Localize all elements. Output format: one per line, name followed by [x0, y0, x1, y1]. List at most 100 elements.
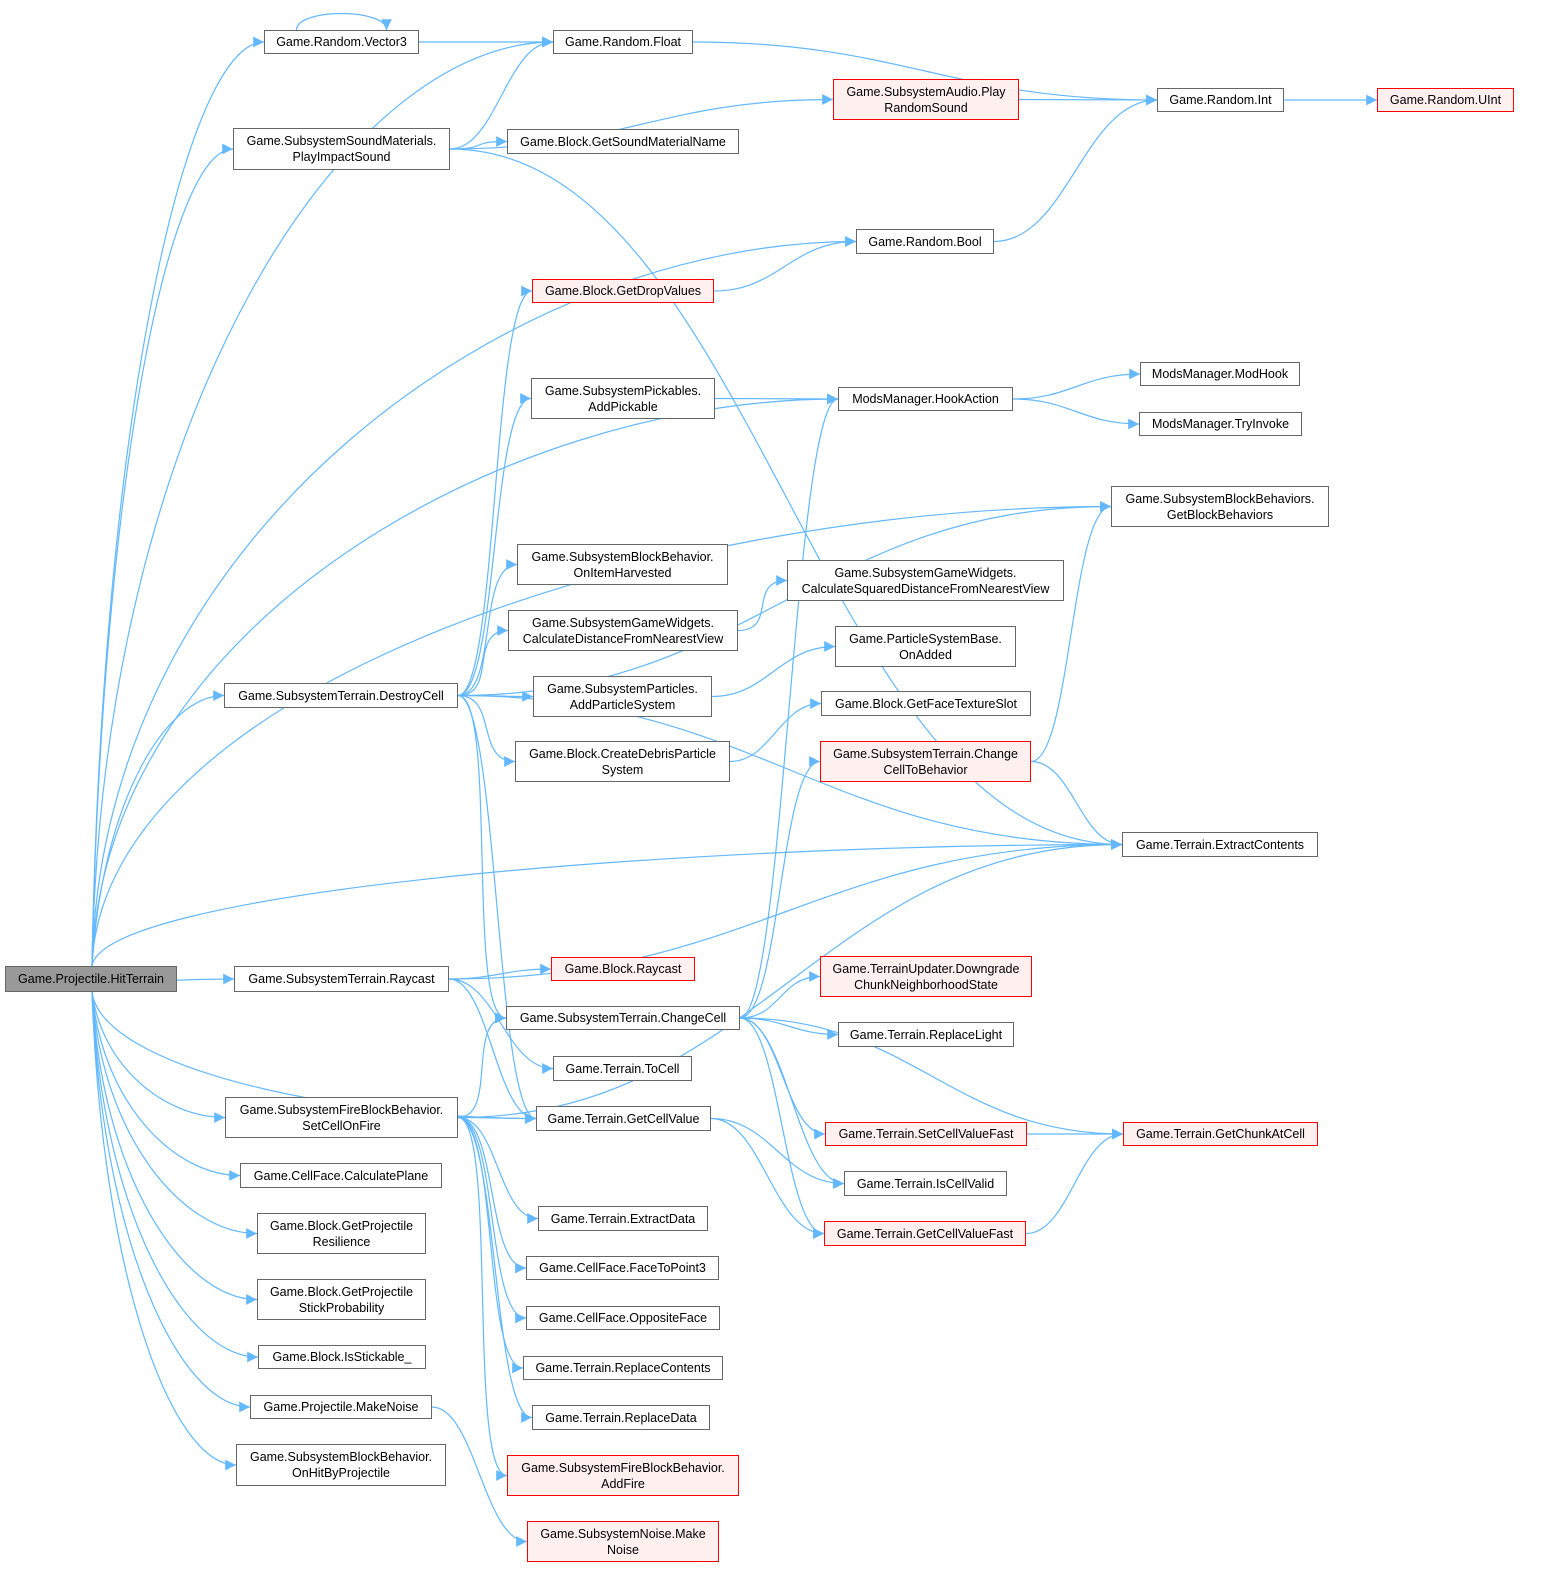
node-addfire[interactable]: Game.SubsystemFireBlockBehavior.AddFire: [507, 1455, 739, 1496]
node-facetex[interactable]: Game.Block.GetFaceTextureSlot: [821, 691, 1031, 716]
edge-changecell-to-getfast: [739, 1017, 825, 1239]
edge-changecell-to-replight: [739, 1017, 839, 1040]
node-label-line: Game.Terrain.ReplaceData: [545, 1410, 697, 1425]
edge-changecell-to-downgrade: [739, 971, 821, 1019]
node-label-line: Game.Terrain.ToCell: [565, 1061, 680, 1076]
node-exdata[interactable]: Game.Terrain.ExtractData: [538, 1206, 708, 1231]
edge-drop-to-bool: [713, 236, 857, 292]
node-braycast[interactable]: Game.Block.Raycast: [551, 957, 695, 981]
edge-changecell-to-valid: [739, 1017, 845, 1189]
node-addps[interactable]: Game.SubsystemParticles.AddParticleSyste…: [533, 676, 712, 717]
node-tocell[interactable]: Game.Terrain.ToCell: [553, 1056, 692, 1081]
edge-hit-to-resil: [91, 991, 258, 1239]
node-label-line: Game.SubsystemFireBlockBehavior.: [239, 1102, 444, 1117]
node-gbb[interactable]: Game.SubsystemBlockBehaviors.GetBlockBeh…: [1111, 486, 1329, 527]
edge-hit-to-extract: [91, 839, 1123, 967]
edge-fire-to-f2p: [457, 1116, 527, 1274]
node-label-line: Game.CellFace.OppositeFace: [538, 1311, 708, 1325]
node-label-line: Game.Random.Int: [1169, 93, 1272, 107]
node-float[interactable]: Game.Random.Float: [553, 30, 693, 54]
node-hit[interactable]: Game.Projectile.HitTerrain: [5, 966, 177, 992]
edge-getcv-to-getfast: [710, 1117, 825, 1239]
node-fire[interactable]: Game.SubsystemFireBlockBehavior.SetCellO…: [225, 1097, 458, 1138]
node-chunk[interactable]: Game.Terrain.GetChunkAtCell: [1123, 1122, 1318, 1146]
node-getcv[interactable]: Game.Terrain.GetCellValue: [536, 1106, 711, 1131]
edge-hit-to-destroy: [91, 690, 225, 967]
node-label-line: Game.Block.GetSoundMaterialName: [520, 134, 726, 149]
node-extract[interactable]: Game.Terrain.ExtractContents: [1122, 832, 1318, 857]
node-uint[interactable]: Game.Random.UInt: [1377, 88, 1514, 112]
node-getfast[interactable]: Game.Terrain.GetCellValueFast: [824, 1221, 1026, 1246]
node-label-line: Game.Random.Float: [564, 35, 682, 49]
node-vec3[interactable]: Game.Random.Vector3: [264, 30, 419, 54]
node-sound[interactable]: Game.SubsystemSoundMaterials.PlayImpactS…: [233, 128, 450, 170]
edge-c2b-to-gbb: [1030, 501, 1112, 763]
node-calcplane[interactable]: Game.CellFace.CalculatePlane: [240, 1163, 442, 1188]
node-dist[interactable]: Game.SubsystemGameWidgets.CalculateDista…: [508, 610, 738, 651]
edge-fire-to-repc: [457, 1116, 524, 1374]
node-valid[interactable]: Game.Terrain.IsCellValid: [844, 1171, 1007, 1196]
node-modhook[interactable]: ModsManager.ModHook: [1140, 362, 1300, 386]
node-onadded[interactable]: Game.ParticleSystemBase.OnAdded: [835, 626, 1016, 667]
node-label-line: ModsManager.ModHook: [1151, 367, 1289, 381]
node-label-line: Game.SubsystemTerrain.DestroyCell: [238, 688, 444, 703]
node-int[interactable]: Game.Random.Int: [1157, 88, 1284, 112]
node-destroy[interactable]: Game.SubsystemTerrain.DestroyCell: [224, 683, 458, 708]
node-hook[interactable]: ModsManager.HookAction: [838, 387, 1013, 411]
node-matname[interactable]: Game.Block.GetSoundMaterialName: [507, 129, 739, 154]
node-pick[interactable]: Game.SubsystemPickables.AddPickable: [531, 378, 715, 419]
edge-vec3-to-vec3: [295, 12, 392, 31]
node-harvest[interactable]: Game.SubsystemBlockBehavior.OnItemHarves…: [517, 544, 728, 585]
node-tryinv[interactable]: ModsManager.TryInvoke: [1139, 412, 1302, 436]
edge-destroy-to-dist: [457, 625, 509, 697]
node-stickable[interactable]: Game.Block.IsStickable_: [258, 1345, 426, 1369]
edge-fire-to-extract: [457, 839, 1123, 1119]
node-label-line: Game.Random.Bool: [868, 234, 982, 249]
node-opp[interactable]: Game.CellFace.OppositeFace: [526, 1306, 720, 1330]
node-label-line: Game.Random.Vector3: [276, 35, 407, 49]
node-changecell[interactable]: Game.SubsystemTerrain.ChangeCell: [506, 1006, 740, 1030]
edge-changecell-to-chunk: [739, 1017, 1124, 1140]
node-label-line: Game.Terrain.ReplaceLight: [849, 1027, 1003, 1042]
node-setfast[interactable]: Game.Terrain.SetCellValueFast: [825, 1122, 1027, 1146]
node-label-line: Game.Block.GetProjectile: [269, 1284, 414, 1299]
edge-c2b-to-extract: [1030, 760, 1123, 850]
node-label-line: CellToBehavior: [883, 762, 968, 777]
node-noise[interactable]: Game.Projectile.MakeNoise: [250, 1395, 432, 1419]
node-label-line: GetBlockBehaviors: [1166, 507, 1274, 522]
node-label-line: Game.SubsystemNoise.Make: [540, 1526, 706, 1541]
node-label-line: Resilience: [312, 1234, 371, 1249]
node-raycast[interactable]: Game.SubsystemTerrain.Raycast: [234, 966, 449, 992]
node-drop[interactable]: Game.Block.GetDropValues: [532, 279, 714, 303]
node-label-line: Game.Projectile.MakeNoise: [263, 1400, 419, 1414]
node-label-line: Game.SubsystemAudio.Play: [846, 84, 1006, 99]
node-f2p[interactable]: Game.CellFace.FaceToPoint3: [526, 1256, 719, 1280]
node-replight[interactable]: Game.Terrain.ReplaceLight: [838, 1022, 1014, 1047]
node-label-line: ModsManager.TryInvoke: [1151, 417, 1290, 431]
edge-fire-to-addfire: [457, 1116, 508, 1481]
edge-noise-to-makenoise: [431, 1406, 528, 1547]
node-repc[interactable]: Game.Terrain.ReplaceContents: [523, 1356, 723, 1380]
node-bool[interactable]: Game.Random.Bool: [856, 229, 994, 254]
node-label-line: Game.SubsystemGameWidgets.: [834, 565, 1017, 580]
edge-destroy-to-getcv: [457, 694, 537, 1124]
node-sqdist[interactable]: Game.SubsystemGameWidgets.CalculateSquar…: [787, 560, 1064, 601]
edge-hit-to-bool: [91, 236, 857, 967]
node-hitproj[interactable]: Game.SubsystemBlockBehavior.OnHitByProje…: [236, 1444, 446, 1486]
edge-dist-to-sqdist: [737, 575, 788, 632]
node-label-line: AddParticleSystem: [569, 697, 676, 712]
node-repd[interactable]: Game.Terrain.ReplaceData: [532, 1405, 710, 1430]
node-label-line: Game.Block.GetProjectile: [269, 1218, 414, 1233]
edge-destroy-to-pick: [457, 393, 532, 697]
edge-hook-to-tryinv: [1012, 398, 1140, 430]
node-label-line: Noise: [607, 1542, 639, 1557]
node-label-line: Game.SubsystemBlockBehaviors.: [1125, 491, 1315, 506]
node-label-line: Game.SubsystemSoundMaterials.: [246, 134, 437, 148]
